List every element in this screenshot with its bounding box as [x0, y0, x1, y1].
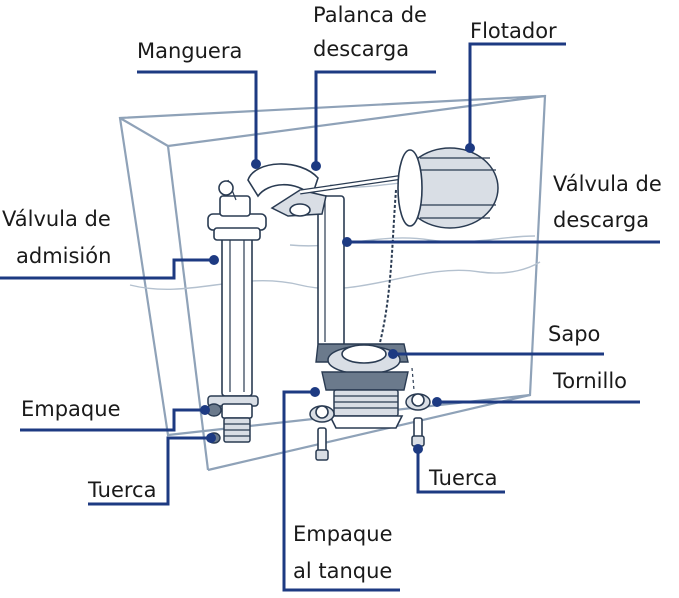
- leader-dot-manguera: [251, 159, 261, 169]
- label-tuerca-left: Tuerca: [88, 478, 157, 502]
- leader-dot-valvula-descarga: [342, 237, 352, 247]
- label-valvula-descarga-line1: Válvula de: [553, 172, 662, 196]
- leader-dot-tornillo: [432, 397, 442, 407]
- flush-valve-shape: [247, 147, 499, 429]
- leader-empaque: [20, 408, 202, 432]
- label-valvula-admision-line1: Válvula de: [2, 207, 111, 231]
- bolts-shape: [309, 367, 431, 461]
- label-empaque-tanque-line1: Empaque: [293, 522, 393, 546]
- leader-flotador: [468, 42, 566, 146]
- fill-valve-shape: [206, 179, 267, 444]
- leader-palanca: [314, 70, 436, 164]
- label-tuerca-right: Tuerca: [429, 466, 498, 490]
- leader-dot-empaque-tanque: [310, 387, 320, 397]
- label-empaque: Empaque: [21, 397, 121, 421]
- label-valvula-descarga-line2: descarga: [553, 208, 650, 232]
- tank-outline: [118, 94, 547, 472]
- leader-dot-empaque: [200, 405, 210, 415]
- leader-dot-valvula-admision: [209, 255, 219, 265]
- label-flotador: Flotador: [470, 19, 557, 43]
- label-palanca-line2: descarga: [313, 37, 410, 61]
- leader-empaque-tanque: [282, 390, 400, 592]
- leader-dot-tuerca-left: [206, 433, 216, 443]
- leader-manguera: [137, 70, 258, 162]
- leader-tuerca-left: [88, 436, 208, 506]
- leader-dot-tuerca-right: [413, 444, 423, 454]
- leader-tuerca-right: [416, 452, 505, 494]
- leader-valvula-admision: [0, 258, 212, 280]
- label-manguera: Manguera: [137, 39, 243, 63]
- leader-dot-palanca: [311, 161, 321, 171]
- label-valvula-admision-line2: admisión: [16, 244, 112, 268]
- label-empaque-tanque-line2: al tanque: [293, 559, 393, 583]
- label-sapo: Sapo: [548, 322, 601, 346]
- leader-lines: [0, 42, 660, 592]
- label-palanca-line1: Palanca de: [313, 3, 427, 27]
- label-tornillo: Tornillo: [553, 369, 628, 393]
- leader-dot-sapo: [388, 349, 398, 359]
- leader-dot-flotador: [465, 143, 475, 153]
